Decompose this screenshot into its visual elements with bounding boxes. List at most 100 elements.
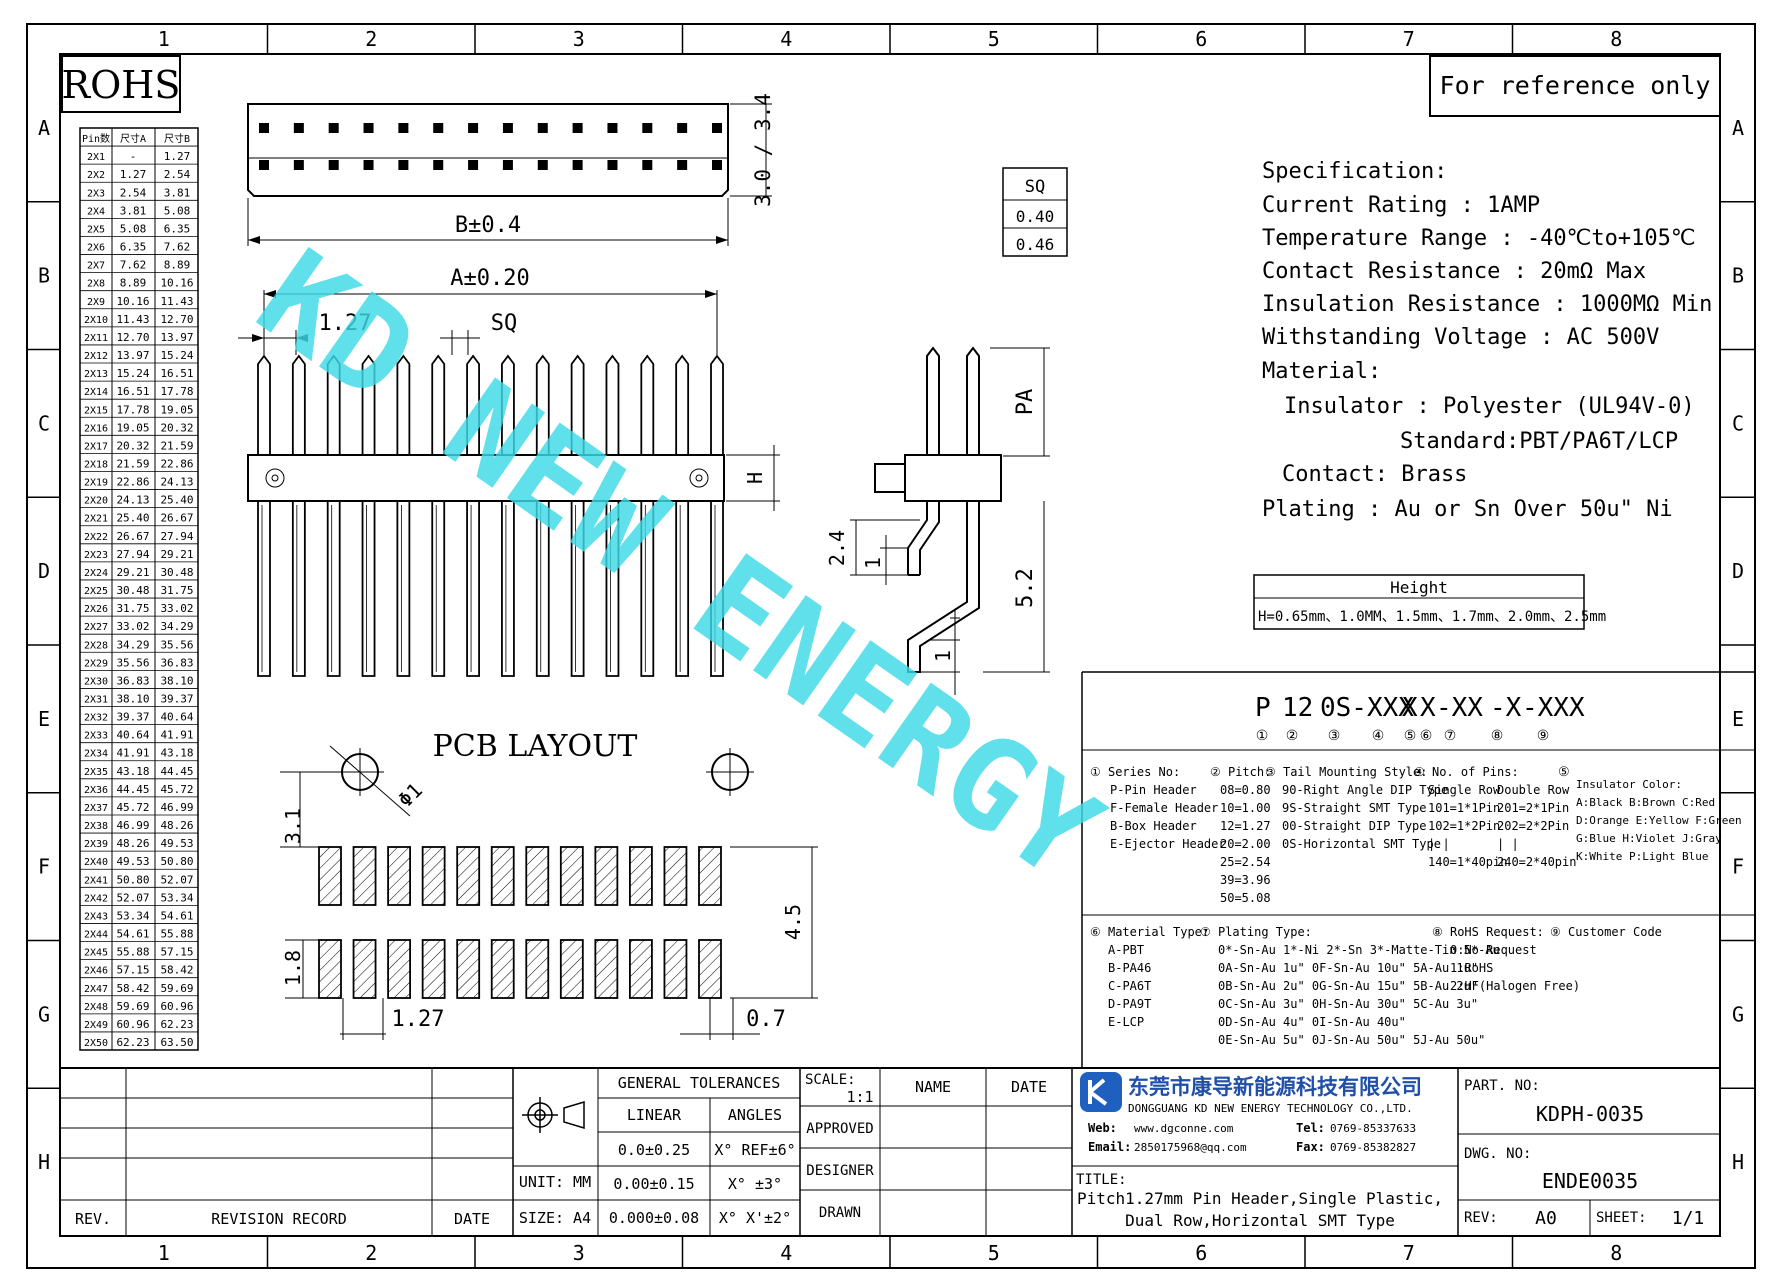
top-pin-square xyxy=(398,123,409,133)
zone-column-label: 6 xyxy=(1195,1241,1207,1265)
top-height-dim: 3.0 / 3.4 xyxy=(751,93,775,207)
pin-table-cell: 33.02 xyxy=(116,620,149,633)
zone-column-label: 5 xyxy=(988,1241,1000,1265)
legend-item-pitch: 50=5.08 xyxy=(1220,891,1271,905)
pin-table-cell: 16.51 xyxy=(160,367,193,380)
front-pin xyxy=(291,354,306,455)
pin-table-cell: 53.34 xyxy=(160,891,193,904)
rev-label: REV: xyxy=(1464,1210,1498,1226)
legend-item-tail: 9S-Straight SMT Type xyxy=(1282,801,1427,815)
angle-tolerance-3: X° X'±2° xyxy=(719,1209,791,1227)
part-code-marker: ⑦ xyxy=(1444,728,1457,744)
legend-item-plating: 0B-Sn-Au 2u" 0G-Sn-Au 15u" 5B-Au 2u" xyxy=(1218,979,1478,993)
pin-table-cell: 52.07 xyxy=(116,891,149,904)
front-pin xyxy=(326,354,341,455)
pin-table-cell: 29.21 xyxy=(116,566,149,579)
pin-table-cell: 13.97 xyxy=(116,349,149,362)
zone-column-label: 6 xyxy=(1195,27,1207,51)
pcb-pad xyxy=(421,939,446,999)
pin-table-cell: 48.26 xyxy=(116,837,149,850)
pin-table-cell: 2X13 xyxy=(84,369,108,380)
legend-item-plating: 0A-Sn-Au 1u" 0F-Sn-Au 10u" 5A-Au 1u" xyxy=(1218,961,1478,975)
front-pin xyxy=(396,354,411,455)
sq-value-1: 0.40 xyxy=(1016,207,1055,226)
pin-table-cell: 31.75 xyxy=(160,584,193,597)
top-pin-square xyxy=(712,160,722,170)
pin-table-cell: 10.16 xyxy=(116,295,149,308)
pin-table-cell: 39.37 xyxy=(116,711,149,724)
zone-column-label: 8 xyxy=(1610,27,1622,51)
date-header: DATE xyxy=(454,1210,490,1228)
pin-table-cell: 2.54 xyxy=(164,168,191,181)
pitch-dim: 1.27 xyxy=(319,311,372,336)
email-label: Email: xyxy=(1088,1140,1131,1154)
date-header-2: DATE xyxy=(1011,1078,1047,1096)
pcb-pitch-dim: 1.27 xyxy=(392,1007,445,1032)
angles-header: ANGLES xyxy=(728,1106,782,1124)
fax-label: Fax: xyxy=(1296,1140,1325,1154)
zone-row-label: C xyxy=(38,411,50,435)
pin-table-cell: 22.86 xyxy=(160,457,193,470)
pin-table-cell: 7.62 xyxy=(120,259,147,272)
pin-table-cell: 2X22 xyxy=(84,532,108,543)
pin-table-cell: 2X33 xyxy=(84,731,108,742)
part-code-marker: ② xyxy=(1286,728,1299,744)
legend-item-pitch: 39=3.96 xyxy=(1220,873,1271,887)
title-block xyxy=(59,1067,1721,1237)
front-pin-lead xyxy=(640,501,655,677)
projection-symbol-icon xyxy=(522,1097,585,1133)
sq-table-header: SQ xyxy=(1025,177,1045,197)
h-dim: H xyxy=(743,472,767,484)
part-code-marker: ⑨ xyxy=(1537,728,1550,744)
legend-pins-double: | | xyxy=(1497,837,1519,851)
pin-table-cell: 2X28 xyxy=(84,640,108,651)
pcb-pad xyxy=(490,846,515,906)
tolerance-1: 0.0±0.25 xyxy=(618,1141,690,1159)
scale-value: 1:1 xyxy=(846,1088,873,1106)
dwg-no-value: ENDE0035 xyxy=(1542,1169,1638,1193)
spec-line: Temperature Range : -40℃to+105℃ xyxy=(1262,226,1696,251)
top-view: 3.0 / 3.4 B±0.4 xyxy=(247,93,775,246)
pin-table-cell: 2X43 xyxy=(84,911,108,922)
pin-table-cell: 2X32 xyxy=(84,713,108,724)
pin-table-header: 尺寸A xyxy=(120,132,146,145)
pcb-pad xyxy=(525,939,550,999)
reference-box: For reference only xyxy=(1429,55,1721,117)
pin-table-header: Pin数 xyxy=(82,132,110,145)
top-pin-square xyxy=(572,160,583,170)
top-pin-square xyxy=(537,123,548,133)
pin-table-cell: 52.07 xyxy=(160,873,193,886)
pin-table-cell: 21.59 xyxy=(160,439,193,452)
pin-table-cell: 2X40 xyxy=(84,857,108,868)
zone-row-label: D xyxy=(1732,559,1744,583)
pin-table-cell: 2X31 xyxy=(84,695,108,706)
spec-line: Specification: xyxy=(1262,159,1447,184)
part-code-segment: 12 xyxy=(1282,693,1313,723)
legend-title-pitch: ② Pitch: xyxy=(1210,765,1271,779)
pcb-pad xyxy=(663,846,688,906)
legend-pins-single-head: Single Row xyxy=(1428,783,1501,797)
front-pin xyxy=(640,354,655,455)
legend-item-color: K:White P:Light Blue xyxy=(1576,850,1708,863)
pin-table-cell: 3.81 xyxy=(164,186,191,199)
spec-line: Insulation Resistance : 1000MΩ Min xyxy=(1262,292,1712,317)
pin-table-cell: 2X39 xyxy=(84,839,108,850)
pin-table-cell: 2X50 xyxy=(84,1038,108,1049)
pin-table-cell: 16.51 xyxy=(116,385,149,398)
front-pin-lead xyxy=(710,501,724,677)
pin-table-cell: 2X18 xyxy=(84,459,108,470)
pin-table-cell: 12.70 xyxy=(116,331,149,344)
fax-value: 0769-85382827 xyxy=(1330,1141,1416,1154)
pin-table-cell: 2X8 xyxy=(87,279,105,290)
part-code-segment: -X xyxy=(1490,693,1522,723)
pin-table-cell: 41.91 xyxy=(116,747,149,760)
front-pin xyxy=(257,354,271,455)
pin-table-cell: 50.80 xyxy=(160,855,193,868)
top-pin-square xyxy=(642,160,653,170)
legend-item-plating: 0E-Sn-Au 5u" 0J-Sn-Au 50u" 5J-Au 50u" xyxy=(1218,1033,1485,1047)
pcb-pad xyxy=(456,846,481,906)
legend-title-tail: ③ Tail Mounting Style: xyxy=(1265,765,1427,779)
